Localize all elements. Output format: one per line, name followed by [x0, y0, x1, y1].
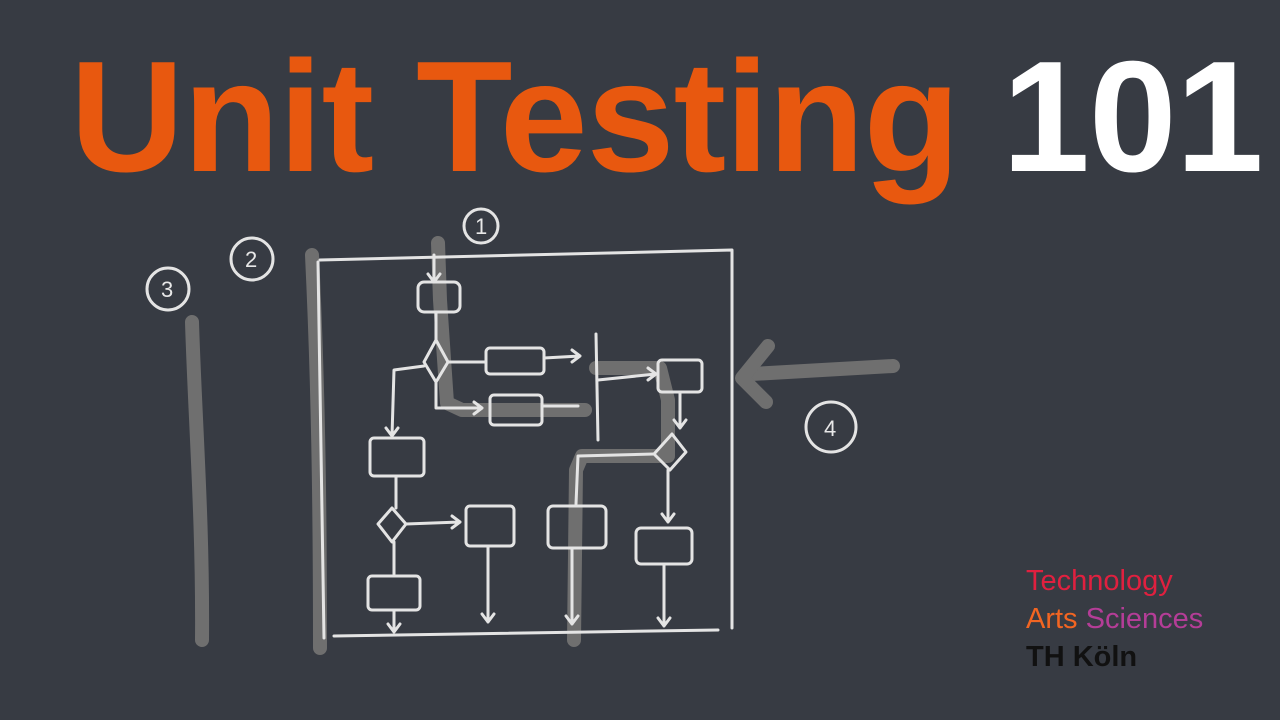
process-box-i	[366, 574, 422, 612]
arrow-to-c	[596, 366, 658, 382]
circle-label-2	[229, 236, 275, 282]
label-1: 1	[475, 214, 487, 239]
arrow-e-out	[656, 562, 672, 628]
boundary-4-arrow-shaft	[745, 359, 900, 381]
circle-label-3	[145, 266, 191, 312]
boundary-2	[305, 248, 327, 655]
arrow-d1-left	[384, 364, 426, 438]
process-box-a	[484, 346, 546, 376]
merge-bar	[594, 332, 600, 442]
process-box-h	[464, 504, 516, 548]
boundary-3	[185, 315, 210, 647]
circle-label-4	[804, 400, 858, 454]
logo-sciences: Sciences	[1085, 603, 1204, 635]
logo-line-th-koeln: TH Köln	[1026, 641, 1138, 673]
logo-line-arts-sciences: Arts Sciences	[1026, 600, 1203, 638]
frame-left	[316, 260, 326, 640]
arrow-a-out	[542, 348, 582, 364]
th-koeln-logo: Technology Arts Sciences TH Köln	[1026, 562, 1203, 676]
logo-line-technology: Technology	[1026, 565, 1173, 597]
flowchart-lines	[145, 207, 858, 640]
process-box-f	[546, 504, 608, 550]
start-box	[416, 280, 462, 314]
decision-3	[376, 506, 408, 544]
test-boundary-highlights	[185, 236, 900, 655]
slide-title: Unit Testing 101	[70, 38, 1264, 196]
decision-2	[652, 432, 688, 472]
process-box-b	[488, 393, 544, 427]
boundary-4-arrow-head	[735, 339, 775, 409]
title-main: Unit Testing	[70, 29, 960, 205]
arrow-i-out	[386, 608, 402, 634]
arrow-d2-to-e	[660, 468, 676, 524]
arrow-f-out	[564, 546, 580, 626]
logo-arts: Arts	[1026, 603, 1078, 635]
arrow-to-b	[434, 380, 484, 416]
arrow-c-to-d2	[672, 390, 688, 430]
link-d2-left	[574, 452, 656, 506]
circle-label-1	[462, 207, 500, 245]
boundary-1	[431, 236, 592, 417]
process-box-g	[368, 436, 426, 478]
frame-top-right	[318, 248, 734, 630]
arrow-d3-right	[404, 514, 462, 530]
title-number: 101	[1002, 29, 1264, 205]
frame-bottom	[332, 628, 720, 638]
arrow-h-out	[480, 544, 496, 624]
label-3: 3	[161, 277, 173, 302]
label-4: 4	[824, 416, 836, 441]
process-box-e	[634, 526, 694, 566]
label-2: 2	[245, 247, 257, 272]
